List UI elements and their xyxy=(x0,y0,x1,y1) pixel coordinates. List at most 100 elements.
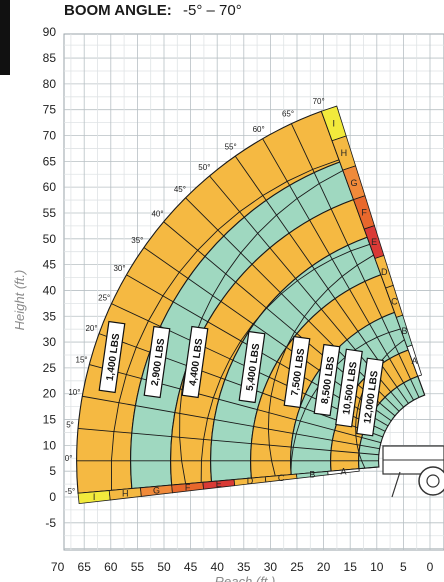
x-tick-label: 30 xyxy=(264,560,278,574)
chart-header: BOOM ANGLE: -5° – 70° xyxy=(0,0,444,24)
y-tick-label: 20 xyxy=(43,387,57,401)
x-axis-title: Reach (ft.) xyxy=(215,574,276,582)
load-capacity-label: 12,000 LBS xyxy=(356,357,384,437)
boom-angle-tick: 45° xyxy=(174,185,186,194)
y-tick-label: 15 xyxy=(43,413,57,427)
boom-angle-tick: 5° xyxy=(66,421,74,430)
boom-angle-tick: 25° xyxy=(98,293,110,302)
extension-curve xyxy=(355,339,405,469)
x-tick-label: 35 xyxy=(237,560,251,574)
boom-angle-range: -5° – 70° xyxy=(183,2,242,19)
extension-curve xyxy=(267,254,374,477)
machine-wheel-icon xyxy=(418,466,444,496)
extension-segment-label: I xyxy=(333,119,336,129)
boom-angle-tick: 15° xyxy=(76,356,88,365)
load-capacity-label: 10,500 LBS xyxy=(335,348,363,428)
load-capacity-box xyxy=(356,357,384,437)
extension-segment-label: D xyxy=(247,476,254,486)
extension-curve xyxy=(110,159,340,491)
boom-angle-tick: 70° xyxy=(313,97,325,106)
load-capacity-label: 5,400 LBS xyxy=(238,330,266,404)
machine-icon xyxy=(382,445,444,498)
extension-segment-label: H xyxy=(341,148,348,158)
extension-segment-label: C xyxy=(391,296,398,306)
y-tick-label: 25 xyxy=(43,361,57,375)
x-tick-label: 65 xyxy=(78,560,92,574)
y-tick-label: 60 xyxy=(43,180,57,194)
load-capacity-box xyxy=(98,320,126,394)
boom-angle-tick: 20° xyxy=(85,324,97,333)
boom-angle-tick: 50° xyxy=(198,163,210,172)
y-tick-label: 10 xyxy=(43,438,57,452)
boom-angle-tick: 30° xyxy=(113,264,125,273)
y-tick-label: 90 xyxy=(43,25,57,39)
boom-angle-tick: 0° xyxy=(65,454,73,463)
load-capacity-label: 2,900 LBS xyxy=(143,325,171,399)
y-axis-title: Height (ft.) xyxy=(12,270,27,331)
y-tick-label: -5 xyxy=(45,516,56,530)
extension-segment-label: B xyxy=(309,470,315,480)
extension-segment-bottom xyxy=(327,468,360,476)
load-capacity-box xyxy=(313,343,341,417)
chart-labels: 908580757065605550454035302520151050-570… xyxy=(12,25,434,582)
x-tick-label: 40 xyxy=(211,560,225,574)
boom-angle-tick: 35° xyxy=(131,236,143,245)
extension-segment-label: C xyxy=(278,473,285,483)
y-tick-label: 75 xyxy=(43,103,57,117)
y-tick-label: 40 xyxy=(43,283,57,297)
boom-angle-tick: -5° xyxy=(65,487,75,496)
extension-segment-label: D xyxy=(381,267,388,277)
y-tick-label: 5 xyxy=(49,464,56,478)
extension-segment-top xyxy=(406,344,423,377)
extension-segment-label: E xyxy=(216,479,222,489)
y-tick-label: 65 xyxy=(43,154,57,168)
extension-segment-label: G xyxy=(153,486,160,496)
extension-segment-label: A xyxy=(340,467,346,477)
boom-angle-tick: 10° xyxy=(68,388,80,397)
x-tick-label: 70 xyxy=(51,560,65,574)
load-capacity-box xyxy=(143,325,171,399)
machine-hub-icon xyxy=(426,474,440,488)
load-capacity-label: 1,400 LBS xyxy=(98,320,126,394)
y-tick-label: 80 xyxy=(43,77,57,91)
y-tick-label: 55 xyxy=(43,206,57,220)
x-tick-label: 20 xyxy=(317,560,331,574)
load-capacity-label: 4,400 LBS xyxy=(181,325,209,399)
extension-segment-label: I xyxy=(93,492,96,502)
angle-line xyxy=(185,197,400,412)
load-capacity-label: 7,500 LBS xyxy=(283,335,311,409)
extension-curve xyxy=(179,170,344,484)
extension-segment-label: B xyxy=(401,326,407,336)
x-tick-label: 15 xyxy=(344,560,358,574)
extension-segment-label: E xyxy=(371,237,377,247)
y-tick-label: 85 xyxy=(43,51,57,65)
angle-line xyxy=(262,138,415,401)
x-tick-label: 10 xyxy=(370,560,384,574)
boom-angle-tick: 65° xyxy=(282,109,294,118)
y-tick-label: 45 xyxy=(43,258,57,272)
angle-line xyxy=(77,427,379,456)
x-tick-label: 0 xyxy=(427,560,434,574)
extension-segment-label: A xyxy=(412,356,418,366)
x-tick-label: 50 xyxy=(157,560,171,574)
y-tick-label: 70 xyxy=(43,129,57,143)
extension-curve xyxy=(200,243,370,483)
angle-line xyxy=(82,395,380,450)
angle-line xyxy=(89,364,382,444)
extension-segment-label: G xyxy=(350,178,357,188)
machine-stabilizer-icon xyxy=(391,471,401,498)
extension-segment-label: H xyxy=(122,489,129,499)
x-tick-label: 55 xyxy=(131,560,145,574)
x-tick-label: 5 xyxy=(400,560,407,574)
y-tick-label: 50 xyxy=(43,232,57,246)
boom-angle-label: BOOM ANGLE: xyxy=(64,2,172,19)
load-capacity-box xyxy=(181,325,209,399)
x-tick-label: 25 xyxy=(290,560,304,574)
boom-angle-tick: 60° xyxy=(253,125,265,134)
extension-segment-label: F xyxy=(361,208,367,218)
x-tick-label: 45 xyxy=(184,560,198,574)
x-tick-label: 60 xyxy=(104,560,118,574)
load-capacity-label: 8,500 LBS xyxy=(313,343,341,417)
load-capacity-box xyxy=(335,348,363,428)
